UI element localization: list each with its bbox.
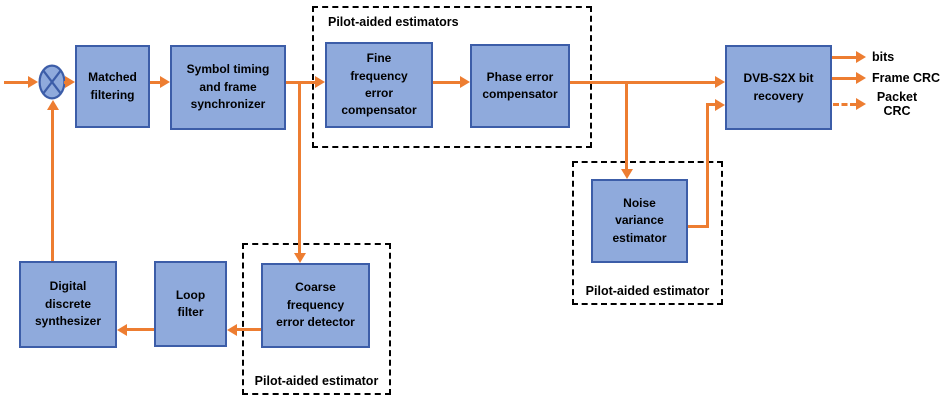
connector-noise-out-h bbox=[688, 225, 709, 228]
block-label: Noise variance estimator bbox=[612, 195, 667, 245]
connector-noise-out-v bbox=[706, 103, 709, 228]
block-label: Fine frequency error compensator bbox=[341, 51, 417, 118]
block-label: Symbol timing and frame synchronizer bbox=[186, 62, 270, 112]
block-fine-frequency-error-compensator: Fine frequency error compensator bbox=[325, 42, 433, 128]
arrowhead-fine-phase bbox=[460, 76, 470, 88]
arrowhead-branch-coarse bbox=[294, 253, 306, 263]
arrowhead-out-frame-crc bbox=[856, 72, 866, 84]
output-label-bits: bits bbox=[872, 50, 895, 64]
connector-matched-symbol bbox=[150, 81, 162, 84]
connector-dds-mixer-feedback bbox=[51, 110, 54, 261]
block-label: Coarse frequency error detector bbox=[276, 280, 355, 330]
group-pilot-aided-estimators: Pilot-aided estimators bbox=[312, 6, 592, 148]
block-digital-discrete-synthesizer: Digital discrete synthesizer bbox=[19, 261, 117, 348]
connector-input-line bbox=[4, 81, 28, 84]
connector-out-bits bbox=[832, 56, 856, 59]
arrowhead-branch-noise bbox=[621, 169, 633, 179]
block-label: Digital discrete synthesizer bbox=[34, 279, 102, 329]
group-title: Pilot-aided estimators bbox=[328, 15, 459, 29]
connector-phase-dvb bbox=[570, 81, 715, 84]
block-matched-filtering: Matched filtering bbox=[75, 45, 150, 128]
arrowhead-coarse-loop bbox=[227, 324, 237, 336]
block-dvb-s2x-bit-recovery: DVB-S2X bit recovery bbox=[725, 45, 832, 130]
multiply-icon bbox=[38, 64, 66, 100]
arrowhead-matched-symbol bbox=[160, 76, 170, 88]
arrowhead-phase-dvb bbox=[715, 76, 725, 88]
arrowhead-input bbox=[28, 76, 38, 88]
group-caption: Pilot-aided estimator bbox=[585, 284, 710, 298]
arrowhead-symbol-fine bbox=[315, 76, 325, 88]
connector-fine-phase bbox=[433, 81, 460, 84]
block-label: Matched filtering bbox=[88, 70, 137, 102]
block-coarse-frequency-error-detector: Coarse frequency error detector bbox=[261, 263, 370, 348]
arrowhead-loop-dds bbox=[117, 324, 127, 336]
block-label: Phase error compensator bbox=[482, 69, 558, 101]
connector-out-frame-crc bbox=[832, 77, 856, 80]
arrowhead-mixer-matched bbox=[65, 76, 75, 88]
connector-noise-dvb bbox=[706, 103, 715, 106]
block-symbol-timing-frame-sync: Symbol timing and frame synchronizer bbox=[170, 45, 286, 130]
arrowhead-out-packet-crc bbox=[856, 98, 866, 110]
block-noise-variance-estimator: Noise variance estimator bbox=[591, 179, 688, 263]
block-phase-error-compensator: Phase error compensator bbox=[470, 44, 570, 128]
output-label-frame-crc: Frame CRC bbox=[872, 71, 941, 85]
mixer-multiplier bbox=[38, 64, 66, 100]
connector-branch-coarse bbox=[298, 82, 301, 253]
arrowhead-noise-dvb bbox=[715, 99, 725, 111]
connector-coarse-loop bbox=[237, 328, 261, 331]
block-label: Loop filter bbox=[175, 287, 206, 319]
connector-loop-dds bbox=[127, 328, 154, 331]
arrowhead-out-bits bbox=[856, 51, 866, 63]
output-label-packet-crc: Packet CRC bbox=[876, 90, 918, 119]
block-label: DVB-S2X bit recovery bbox=[743, 71, 814, 103]
group-caption: Pilot-aided estimator bbox=[254, 374, 379, 388]
group-pilot-aided-estimator-coarse: Pilot-aided estimator bbox=[242, 243, 391, 395]
block-loop-filter: Loop filter bbox=[154, 261, 227, 347]
connector-branch-noise bbox=[625, 83, 628, 169]
connector-out-packet-crc-dashed bbox=[833, 103, 856, 106]
arrowhead-dds-mixer bbox=[47, 100, 59, 110]
group-pilot-aided-estimator-noise: Pilot-aided estimator bbox=[572, 161, 723, 305]
